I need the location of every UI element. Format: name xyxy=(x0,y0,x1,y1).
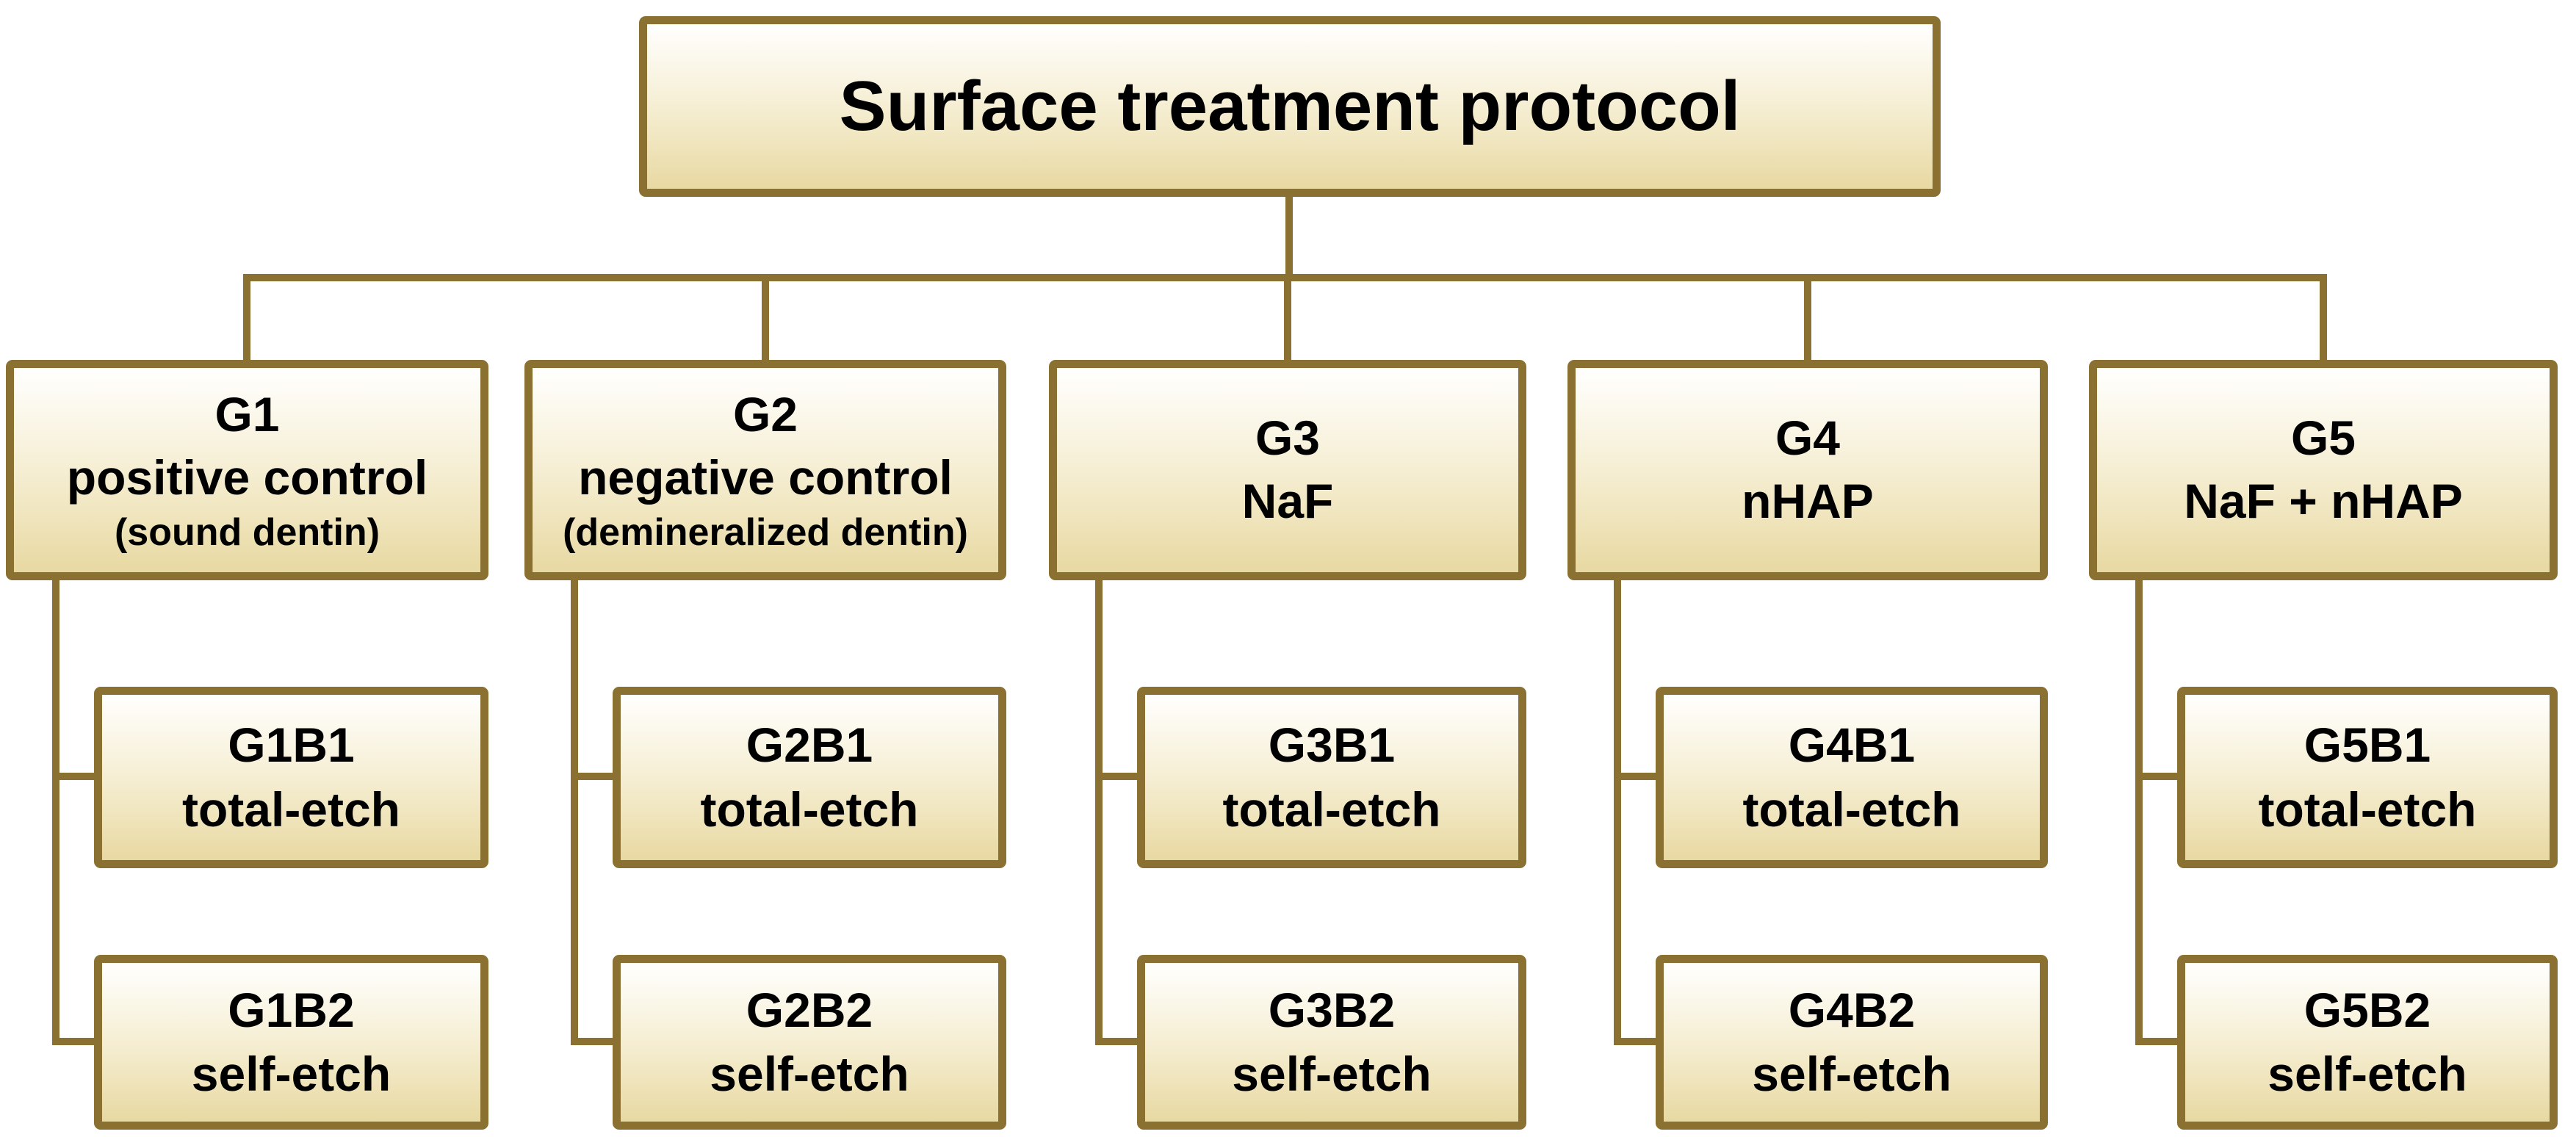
subgroup-method: total-etch xyxy=(1222,782,1441,837)
group-name: negative control xyxy=(578,450,953,505)
subgroup-id: G2B1 xyxy=(746,718,873,773)
group-node-g3: G3 NaF xyxy=(1049,360,1526,580)
connector-drop-g1 xyxy=(243,274,250,367)
group-note: (demineralized dentin) xyxy=(563,511,968,555)
branch-stub-g1b1 xyxy=(52,773,98,780)
subgroup-id: G1B1 xyxy=(228,718,355,773)
connector-drop-g2 xyxy=(762,274,769,367)
branch-stub-g4b2 xyxy=(1614,1038,1659,1045)
branch-stub-g5b2 xyxy=(2135,1038,2181,1045)
connector-stem xyxy=(1285,195,1293,281)
subgroup-node-g3b2: G3B2 self-etch xyxy=(1137,955,1526,1130)
subgroup-node-g4b1: G4B1 total-etch xyxy=(1656,687,2048,868)
subgroup-node-g2b1: G2B1 total-etch xyxy=(613,687,1006,868)
subgroup-id: G3B2 xyxy=(1268,982,1396,1037)
subgroup-node-g5b1: G5B1 total-etch xyxy=(2177,687,2558,868)
group-id: G3 xyxy=(1255,411,1321,466)
subgroup-method: self-etch xyxy=(1752,1047,1952,1101)
subgroup-id: G3B1 xyxy=(1268,718,1396,773)
branch-stub-g1b2 xyxy=(52,1038,98,1045)
subgroup-node-g1b2: G1B2 self-etch xyxy=(94,955,488,1130)
subgroup-id: G2B2 xyxy=(746,982,873,1037)
branch-stub-g3b2 xyxy=(1095,1038,1141,1045)
group-id: G1 xyxy=(214,386,280,441)
subgroup-id: G4B1 xyxy=(1788,718,1916,773)
subgroup-id: G5B1 xyxy=(2303,718,2431,773)
connector-drop-g4 xyxy=(1804,274,1811,367)
group-note: (sound dentin) xyxy=(114,511,380,555)
subgroup-node-g5b2: G5B2 self-etch xyxy=(2177,955,2558,1130)
group-name: nHAP xyxy=(1742,474,1874,528)
branch-line-g2 xyxy=(571,575,578,1045)
subgroup-method: total-etch xyxy=(182,782,400,837)
branch-stub-g2b1 xyxy=(571,773,616,780)
group-name: positive control xyxy=(66,450,428,505)
branch-line-g3 xyxy=(1095,575,1103,1045)
subgroup-id: G5B2 xyxy=(2303,982,2431,1037)
subgroup-node-g2b2: G2B2 self-etch xyxy=(613,955,1006,1130)
connector-drop-g5 xyxy=(2320,274,2327,367)
group-node-g4: G4 nHAP xyxy=(1567,360,2048,580)
group-name: NaF xyxy=(1241,474,1334,528)
subgroup-id: G4B2 xyxy=(1788,982,1916,1037)
subgroup-method: self-etch xyxy=(191,1047,392,1101)
subgroup-node-g4b2: G4B2 self-etch xyxy=(1656,955,2048,1130)
group-node-g1: G1 positive control (sound dentin) xyxy=(6,360,488,580)
branch-stub-g2b2 xyxy=(571,1038,616,1045)
branch-stub-g3b1 xyxy=(1095,773,1141,780)
group-node-g5: G5 NaF + nHAP xyxy=(2089,360,2558,580)
branch-line-g4 xyxy=(1614,575,1621,1045)
group-node-g2: G2 negative control (demineralized denti… xyxy=(524,360,1006,580)
branch-line-g5 xyxy=(2135,575,2143,1045)
group-id: G4 xyxy=(1775,411,1841,466)
subgroup-id: G1B2 xyxy=(228,982,355,1037)
branch-stub-g4b1 xyxy=(1614,773,1659,780)
subgroup-method: self-etch xyxy=(710,1047,909,1101)
branch-line-g1 xyxy=(52,575,59,1045)
subgroup-node-g3b1: G3B1 total-etch xyxy=(1137,687,1526,868)
connector-drop-g3 xyxy=(1284,274,1291,367)
subgroup-method: total-etch xyxy=(2258,782,2477,837)
group-id: G2 xyxy=(732,386,798,441)
subgroup-method: total-etch xyxy=(1742,782,1961,837)
branch-stub-g5b1 xyxy=(2135,773,2181,780)
group-id: G5 xyxy=(2290,411,2356,466)
root-node-label: Surface treatment protocol xyxy=(839,67,1741,146)
subgroup-method: total-etch xyxy=(700,782,919,837)
subgroup-method: self-etch xyxy=(1232,1047,1432,1101)
subgroup-method: self-etch xyxy=(2267,1047,2467,1101)
root-node: Surface treatment protocol xyxy=(639,16,1941,197)
group-name: NaF + nHAP xyxy=(2184,474,2463,528)
subgroup-node-g1b1: G1B1 total-etch xyxy=(94,687,488,868)
